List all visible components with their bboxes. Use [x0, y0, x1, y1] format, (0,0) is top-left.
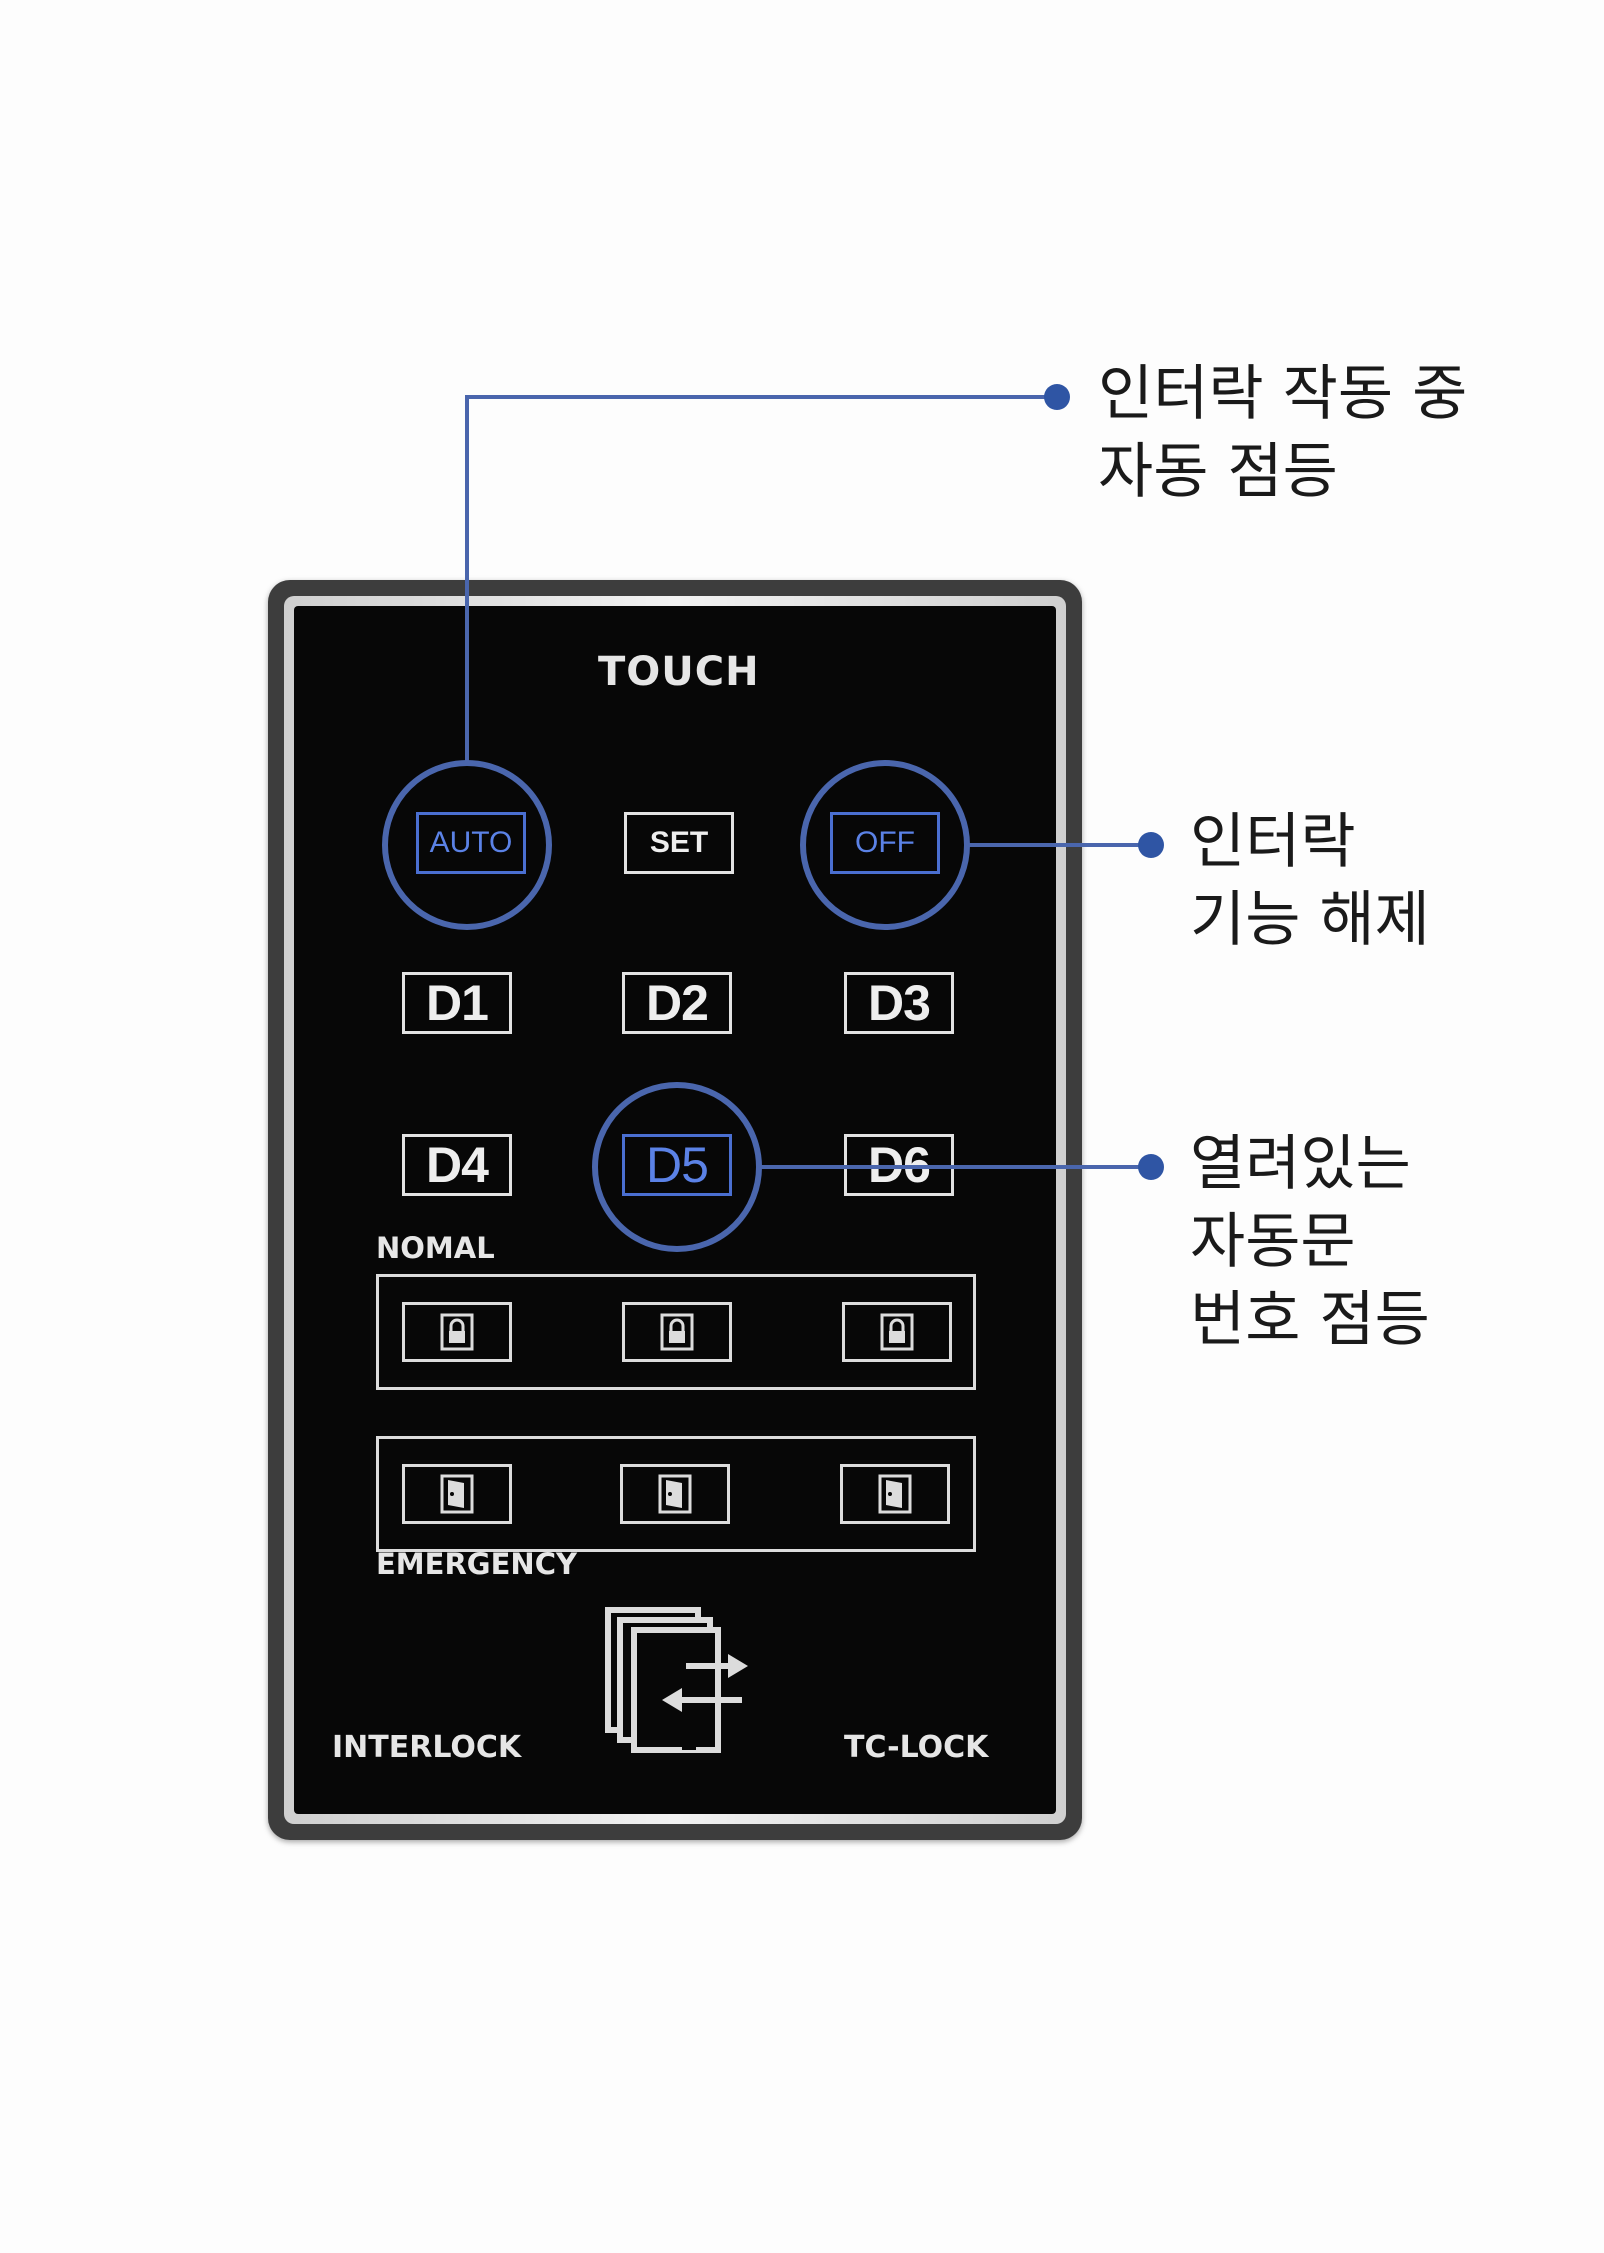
auto-highlight-ring	[382, 760, 552, 930]
off-callout-text: 인터락 기능 해제	[1190, 803, 1430, 959]
door-icon	[878, 1474, 912, 1514]
auto-callout-text: 인터락 작동 중 자동 점등	[1098, 355, 1467, 511]
d5-highlight-ring	[592, 1082, 762, 1252]
normal-group-box	[376, 1274, 976, 1390]
door-button-d2[interactable]: D2	[622, 972, 732, 1034]
interlock-label: INTERLOCK	[332, 1730, 522, 1765]
normal-group-label: NOMAL	[376, 1231, 495, 1265]
normal-lock-button-1[interactable]	[402, 1302, 512, 1362]
door-callout-dot	[1138, 1154, 1164, 1180]
door-icon	[658, 1474, 692, 1514]
door-button-d3[interactable]: D3	[844, 972, 954, 1034]
door-callout-line-3: 번호 점등	[1190, 1285, 1430, 1355]
off-callout-line	[968, 843, 1148, 847]
lock-icon	[660, 1313, 694, 1351]
emergency-door-button-3[interactable]	[840, 1464, 950, 1524]
door-icon	[440, 1474, 474, 1514]
auto-callout-dot	[1044, 384, 1070, 410]
off-callout-line-1: 인터락	[1190, 807, 1356, 877]
off-callout-line-2: 기능 해제	[1190, 885, 1430, 955]
door-callout-line-2: 자동문	[1190, 1207, 1356, 1277]
normal-lock-button-3[interactable]	[842, 1302, 952, 1362]
interlock-transfer-icon[interactable]	[602, 1604, 752, 1758]
normal-lock-button-2[interactable]	[622, 1302, 732, 1362]
auto-callout-line-2: 자동 점등	[1098, 437, 1338, 507]
emergency-group-label: EMERGENCY	[376, 1547, 577, 1581]
auto-callout-line-horizontal	[465, 395, 1055, 399]
panel-title: TOUCH	[598, 649, 760, 695]
door-callout-line	[758, 1165, 1148, 1169]
tclock-label: TC-LOCK	[844, 1730, 989, 1765]
door-button-d1[interactable]: D1	[402, 972, 512, 1034]
emergency-door-button-2[interactable]	[620, 1464, 730, 1524]
set-button[interactable]: SET	[624, 812, 734, 874]
emergency-door-button-1[interactable]	[402, 1464, 512, 1524]
auto-callout-line-1: 인터락 작동 중	[1098, 359, 1468, 429]
lock-icon	[880, 1313, 914, 1351]
off-callout-dot	[1138, 832, 1164, 858]
door-button-d4[interactable]: D4	[402, 1134, 512, 1196]
auto-callout-line-vertical	[465, 395, 469, 761]
off-highlight-ring	[800, 760, 970, 930]
door-callout-line-1: 열려있는	[1190, 1129, 1411, 1199]
lock-icon	[440, 1313, 474, 1351]
door-callout-text: 열려있는 자동문 번호 점등	[1190, 1125, 1430, 1359]
emergency-group-box	[376, 1436, 976, 1552]
